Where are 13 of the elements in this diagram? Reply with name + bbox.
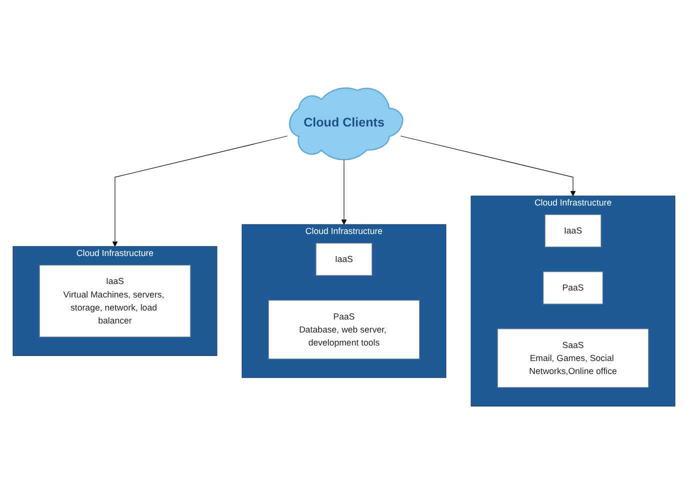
node-box	[544, 214, 602, 248]
node-box	[39, 264, 191, 338]
node-box	[497, 328, 649, 388]
cluster	[470, 196, 676, 406]
node-box	[543, 271, 603, 304]
arrow	[400, 136, 576, 196]
node-box	[268, 300, 420, 360]
cluster	[242, 224, 446, 378]
arrow	[341, 158, 347, 225]
node-box	[316, 242, 372, 276]
diagram: Cloud Infrastructure IaaS Virtual Machines, servers, storage, network, load balancer Cloud Infrastructure IaaS PaaS Database, web server, development tools Cloud Infrastructure IaaS PaaS SaaS Email, Games, Social Networks,Online office Cloud Clients	[8, 82, 680, 412]
arrow	[112, 136, 288, 247]
cluster	[12, 246, 218, 356]
